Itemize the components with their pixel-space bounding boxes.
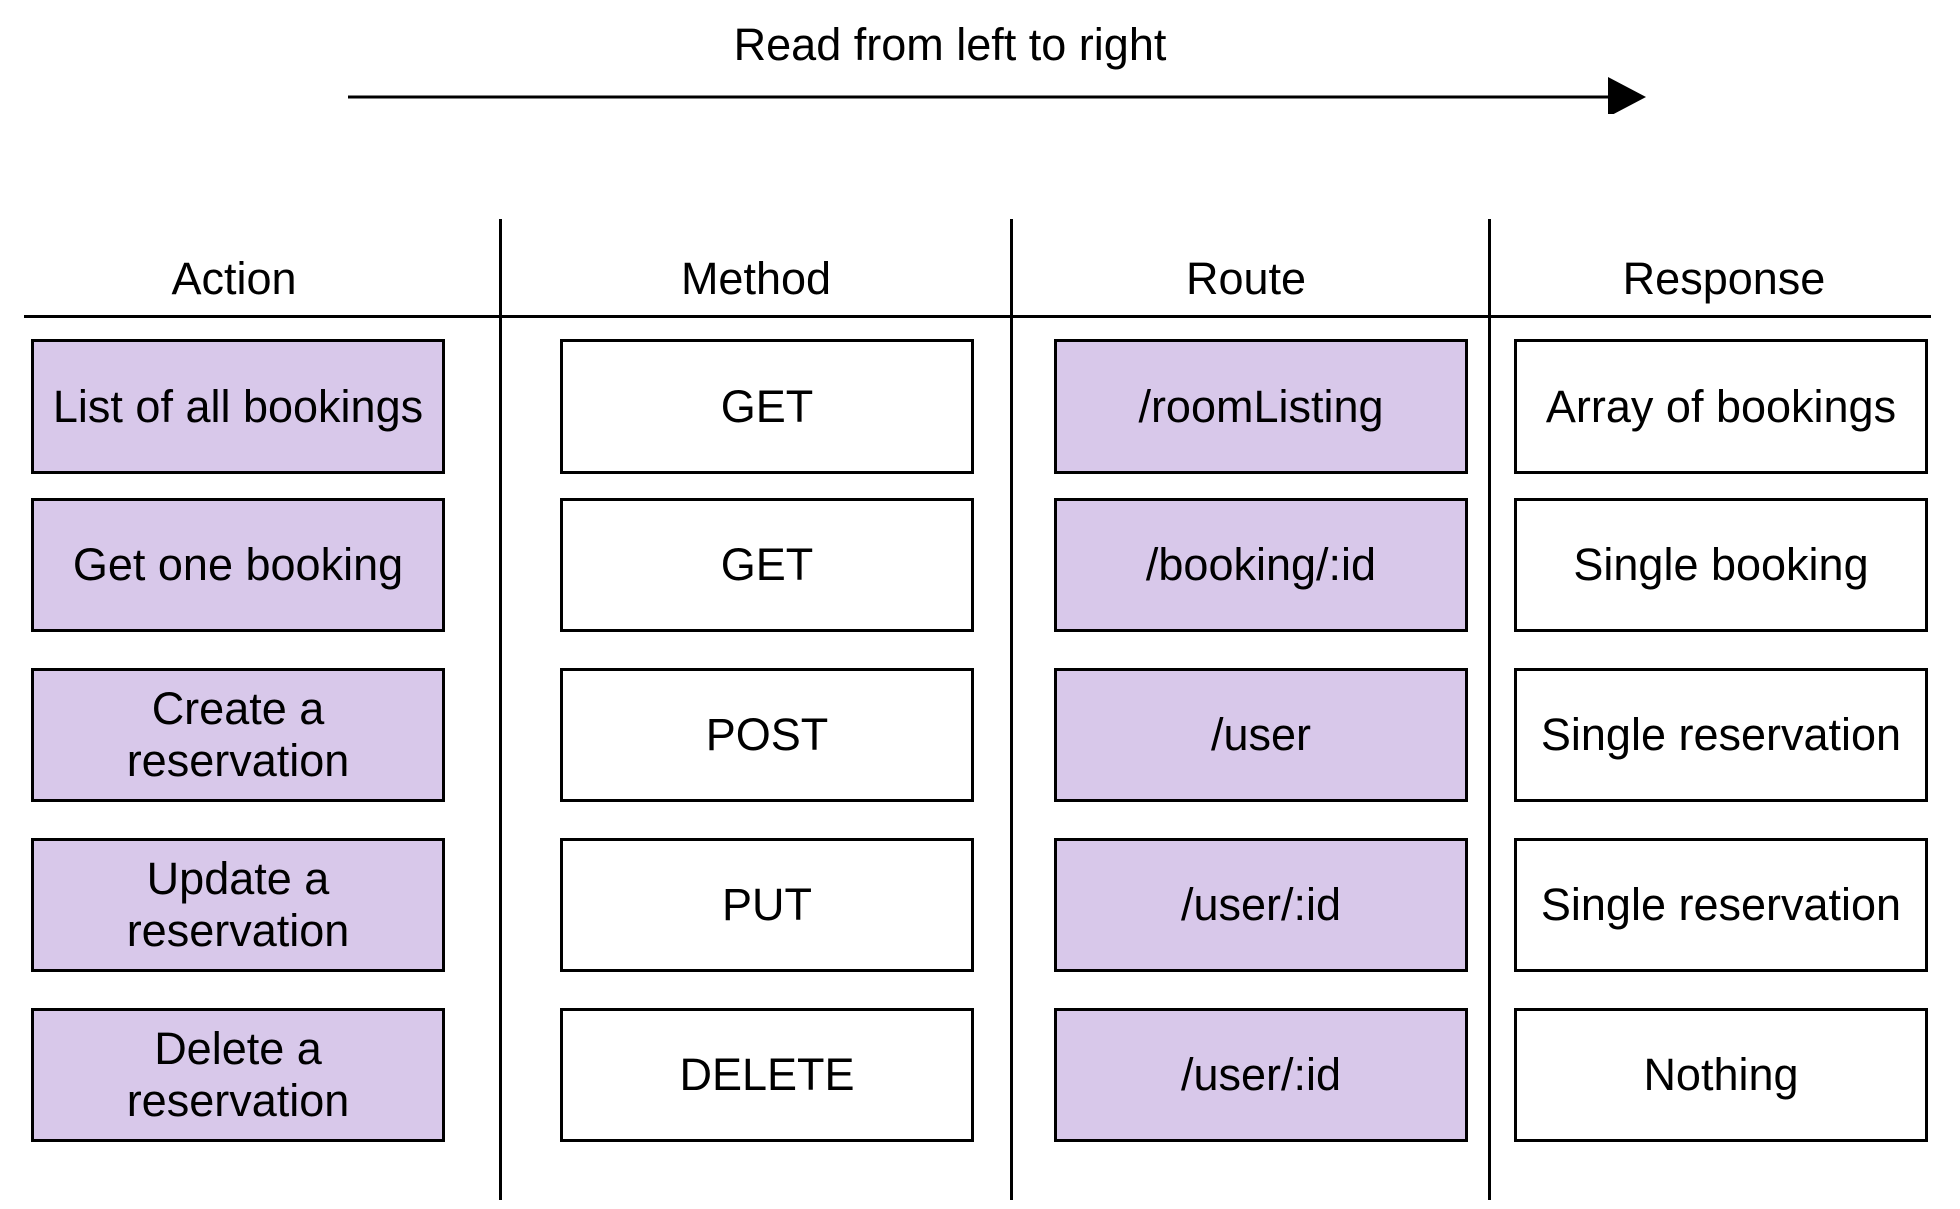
action-cell: Delete a reservation — [31, 1008, 445, 1142]
header-underline-method — [500, 315, 1012, 318]
column-divider-3 — [1488, 219, 1491, 1200]
method-cell: GET — [560, 498, 974, 632]
response-cell: Array of bookings — [1514, 339, 1928, 474]
method-cell: POST — [560, 668, 974, 802]
header-underline-action — [24, 315, 500, 318]
column-divider-2 — [1010, 219, 1013, 1200]
response-cell: Single reservation — [1514, 668, 1928, 802]
route-cell: /user/:id — [1054, 1008, 1468, 1142]
route-cell: /booking/:id — [1054, 498, 1468, 632]
header-underline-route — [1011, 315, 1490, 318]
action-cell: Update a reservation — [31, 838, 445, 972]
column-header-response: Response — [1622, 253, 1826, 304]
method-cell: PUT — [560, 838, 974, 972]
method-cell: DELETE — [560, 1008, 974, 1142]
header-underline-response — [1489, 315, 1931, 318]
action-cell: List of all bookings — [31, 339, 445, 474]
column-header-route: Route — [1185, 253, 1307, 304]
response-cell: Single booking — [1514, 498, 1928, 632]
route-cell: /roomListing — [1054, 339, 1468, 474]
column-header-method: Method — [680, 253, 832, 304]
reading-direction-label: Read from left to right — [733, 19, 1167, 70]
action-cell: Get one booking — [31, 498, 445, 632]
column-header-action: Action — [171, 253, 297, 304]
route-cell: /user — [1054, 668, 1468, 802]
response-cell: Single reservation — [1514, 838, 1928, 972]
action-cell: Create a reservation — [31, 668, 445, 802]
route-cell: /user/:id — [1054, 838, 1468, 972]
method-cell: GET — [560, 339, 974, 474]
response-cell: Nothing — [1514, 1008, 1928, 1142]
arrow-head — [1608, 77, 1646, 114]
reading-direction-arrow — [348, 77, 1646, 114]
column-divider-1 — [499, 219, 502, 1200]
